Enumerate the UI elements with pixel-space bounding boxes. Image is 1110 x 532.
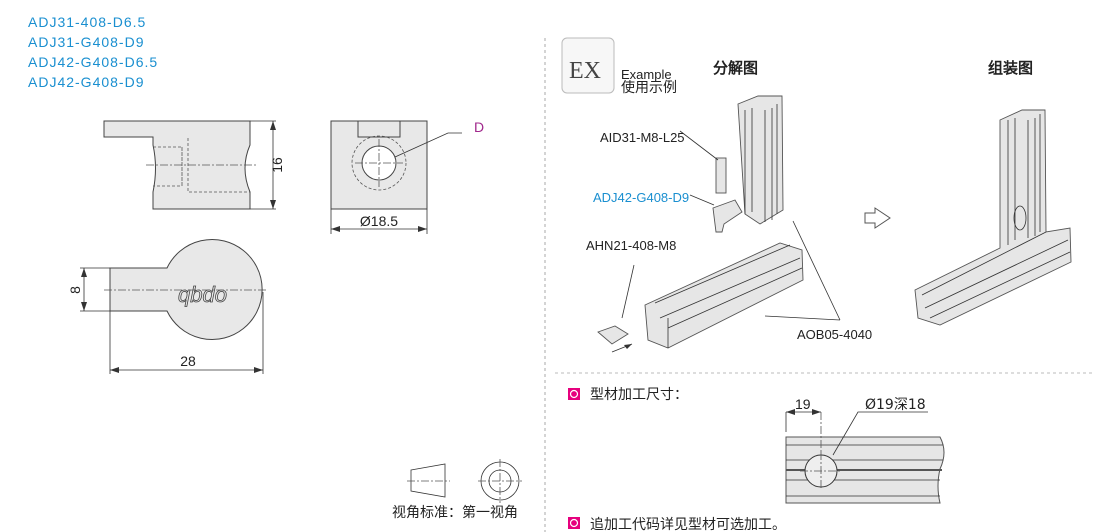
connector-label: ADJ42-G408-D9 [593,190,689,205]
machining-drawing: 19 Ø19深18 [785,396,945,504]
profile-label: AOB05-4040 [797,327,872,342]
brand-logo: qbdo [178,282,227,307]
assembled-view-drawing [914,109,1072,326]
machining-note: 追加工代码详见型材可选加工。 [590,517,786,532]
length-dimension: 28 [180,353,196,369]
offset-dimension: 19 [795,396,811,412]
example-badge: EX [561,37,615,94]
svg-text:EX: EX [569,58,601,84]
bolt-label: AID31-M8-L25 [600,130,685,145]
projection-label: 视角标准：第一视角 [392,504,518,521]
example-title-en: Example [621,67,672,82]
projection-symbol: 视角标准：第一视角 [392,459,522,521]
diameter-dimension: Ø18.5 [360,213,398,229]
front-view-drawing: D Ø18.5 [330,119,484,234]
hole-dimension: Ø19深18 [865,397,926,413]
bullet-marker [568,388,580,400]
machining-heading: 型材加工尺寸： [590,387,688,403]
hole-diameter-label: D [474,119,484,135]
height-dimension: 16 [269,157,285,173]
nut-label: AHN21-408-M8 [586,238,676,253]
example-title-cn: 使用示例 [621,79,677,96]
part-number: ADJ31-408-D6.5 [28,14,146,30]
assembled-view-title: 组装图 [988,59,1033,77]
part-number: ADJ42-G408-D9 [28,74,145,90]
bullet-marker [568,517,580,529]
exploded-view-drawing [597,95,891,353]
side-view-drawing: 16 [103,120,285,210]
exploded-view-title: 分解图 [713,59,758,77]
top-view-drawing: qbdo 8 28 [67,239,268,374]
part-number: ADJ42-G408-D6.5 [28,54,158,70]
width-dimension: 8 [67,286,83,294]
part-number: ADJ31-G408-D9 [28,34,145,50]
